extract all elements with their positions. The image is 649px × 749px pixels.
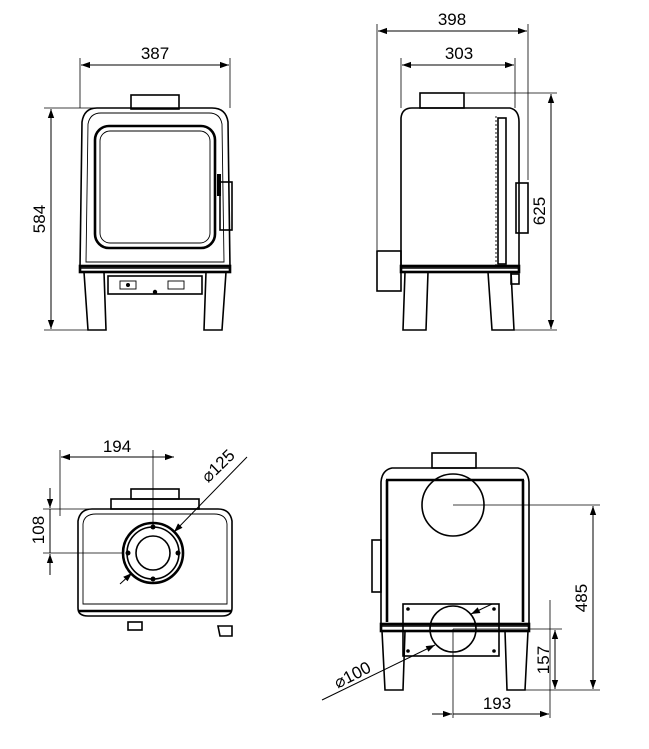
rear-inlet-height-label: 157 — [534, 646, 553, 674]
top-rear-collar — [130, 488, 180, 500]
rear-plate-screw — [406, 607, 410, 611]
front-flue-collar — [130, 94, 180, 110]
side-leg-front — [487, 271, 515, 331]
top-flue-diameter-leader — [173, 456, 248, 533]
rear-plate-screw — [492, 649, 496, 653]
top-stove-body — [77, 508, 233, 617]
side-flue-collar — [419, 92, 465, 109]
rear-flue-height-label: 485 — [572, 584, 591, 612]
top-door-handle — [217, 625, 233, 637]
side-overall-depth-label: 398 — [438, 10, 466, 29]
front-door-handle — [219, 181, 233, 231]
side-door-handle — [515, 182, 529, 234]
front-door-glass-inner — [99, 130, 211, 244]
front-width-label: 387 — [141, 44, 169, 63]
front-door-glass — [93, 124, 217, 250]
side-base-plate — [399, 264, 521, 274]
side-view: 398 303 625 — [376, 10, 557, 331]
top-air-control-knob — [127, 621, 143, 631]
rear-body-frame — [385, 478, 525, 622]
front-body-inner-edge — [85, 112, 225, 263]
side-control-lever — [510, 273, 520, 285]
top-offset-y-label: 108 — [29, 516, 48, 544]
front-leg-left — [83, 271, 107, 331]
front-leg-right — [203, 271, 227, 331]
top-view: 194 108 ⌀125 — [29, 437, 248, 637]
top-flue-bolt — [125, 550, 131, 556]
side-stove-body — [400, 107, 520, 269]
top-offset-x-label: 194 — [103, 437, 131, 456]
rear-inlet-offset-label: 193 — [483, 694, 511, 713]
front-height-label: 584 — [30, 205, 49, 233]
side-height-label: 625 — [530, 197, 549, 225]
rear-leg-left — [381, 630, 406, 691]
side-door-frame — [497, 117, 507, 265]
top-flue-bolt — [150, 524, 156, 530]
rear-inlet-diameter-arrow — [470, 603, 493, 615]
rear-view: 485 157 193 ⌀100 — [321, 452, 600, 718]
front-air-control-knob — [152, 289, 158, 295]
top-flue-ring-inner — [126, 526, 180, 580]
top-rear-spigot — [110, 498, 200, 510]
rear-plate-screw — [406, 649, 410, 653]
front-air-control-slot — [167, 280, 185, 290]
rear-flue-collar — [431, 452, 477, 469]
front-base-plate — [78, 264, 232, 274]
front-air-control-knob — [126, 283, 130, 287]
front-stove-body — [79, 107, 231, 269]
top-flue-bolt — [150, 576, 156, 582]
front-air-control-slot — [119, 280, 137, 290]
side-leg-rear — [402, 271, 429, 331]
rear-plate-screw — [492, 607, 496, 611]
side-body-depth-label: 303 — [445, 44, 473, 63]
rear-base-plate — [379, 622, 531, 633]
front-door-latch — [217, 174, 221, 196]
top-body-inner-edge — [82, 513, 228, 605]
rear-inlet-diameter-leader — [321, 644, 436, 701]
rear-door-handle — [371, 539, 382, 593]
side-rear-spigot — [376, 250, 402, 292]
front-view: 387 584 — [30, 44, 233, 331]
top-flue-diameter-arrow — [119, 572, 133, 585]
top-flue-diameter-label: ⌀125 — [198, 446, 239, 486]
rear-leg-right — [504, 630, 529, 691]
top-flue-bore — [135, 535, 171, 571]
rear-inlet-diameter-label: ⌀100 — [331, 658, 374, 692]
rear-stove-body — [380, 467, 530, 627]
top-flue-bolt — [175, 550, 181, 556]
